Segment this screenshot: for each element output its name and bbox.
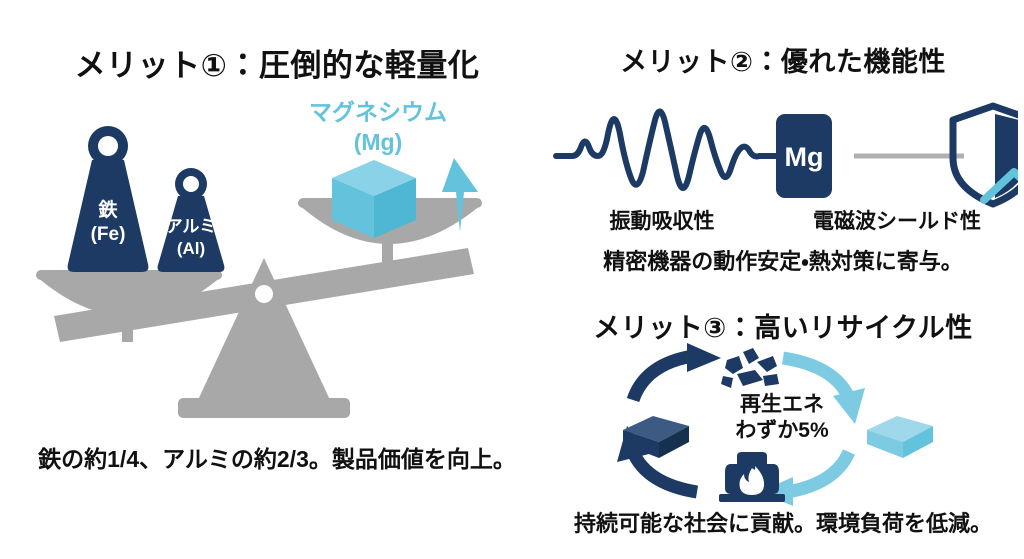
cycle-arrow-top-right [781, 351, 865, 424]
cube-icon [332, 160, 416, 238]
scale-stand [178, 258, 350, 418]
scale-pan-heavy [36, 270, 222, 342]
mg-block: Mg [776, 114, 832, 198]
functionality-icons: Mg [552, 100, 1018, 210]
magnesium-label-name: マグネシウム [309, 99, 447, 125]
cycle-center-line2: わずか5% [735, 418, 829, 442]
weight-iron-label-symbol: (Fe) [91, 224, 126, 245]
feature-label-vibration: 振動吸収性 [609, 210, 715, 233]
merit-1-caption: 鉄の約1/4、アルミの約2/3。製品価値を向上。 [38, 446, 516, 472]
cycle-arrow-top-left [626, 343, 721, 403]
weight-aluminium-label-symbol: (Al) [177, 239, 205, 258]
recycle-cycle-svg [617, 343, 933, 506]
cycle-center-text: 再生エネ わずか5% [692, 392, 872, 443]
furnace-icon [719, 452, 785, 502]
functionality-svg: Mg [553, 102, 1018, 208]
weight-aluminium-label-material: アルミ [166, 217, 217, 236]
scale-beam [54, 248, 474, 342]
merit-2-and-3-panel: メリット②：優れた機能性 Mg [542, 12, 1018, 553]
weight-iron-label-material: 鉄 [97, 198, 118, 221]
damped-wave-icon [553, 108, 781, 191]
feature-label-emc-shield: 電磁波シールド性 [813, 210, 981, 233]
merit-3-heading: メリット③：高いリサイクル性 [593, 313, 973, 343]
balance-scale-svg: 鉄 (Fe) アルミ (Al) マグネシウム (Mg) [36, 99, 482, 418]
mg-block-label: Mg [785, 142, 824, 172]
up-arrow-icon [442, 158, 478, 232]
merit-1-panel: メリット①：圧倒的な軽量化 [12, 12, 542, 553]
merit-2-caption: 精密機器の動作安定・熱対策に寄与。 [603, 249, 963, 274]
magnesium-label-symbol: (Mg) [354, 129, 403, 155]
weight-aluminium: アルミ (Al) [157, 168, 225, 272]
merit-3-caption: 持続可能な社会に貢献。環境負荷を低減。 [573, 511, 992, 536]
ingot-light-icon [867, 416, 933, 458]
weight-iron: 鉄 (Fe) [67, 126, 149, 272]
balance-scale-illustration: 鉄 (Fe) アルミ (Al) マグネシウム (Mg) [30, 98, 530, 428]
merit-1-heading: メリット①：圧倒的な軽量化 [74, 48, 480, 83]
deflect-arrow-icon [980, 168, 1018, 204]
ingot-navy-icon [623, 416, 689, 458]
recycle-cycle-illustration: 再生エネ わずか5% [597, 343, 967, 506]
scrap-icon [721, 348, 779, 388]
cycle-center-line1: 再生エネ [740, 393, 824, 416]
merit-2-heading: メリット②：優れた機能性 [620, 47, 946, 77]
